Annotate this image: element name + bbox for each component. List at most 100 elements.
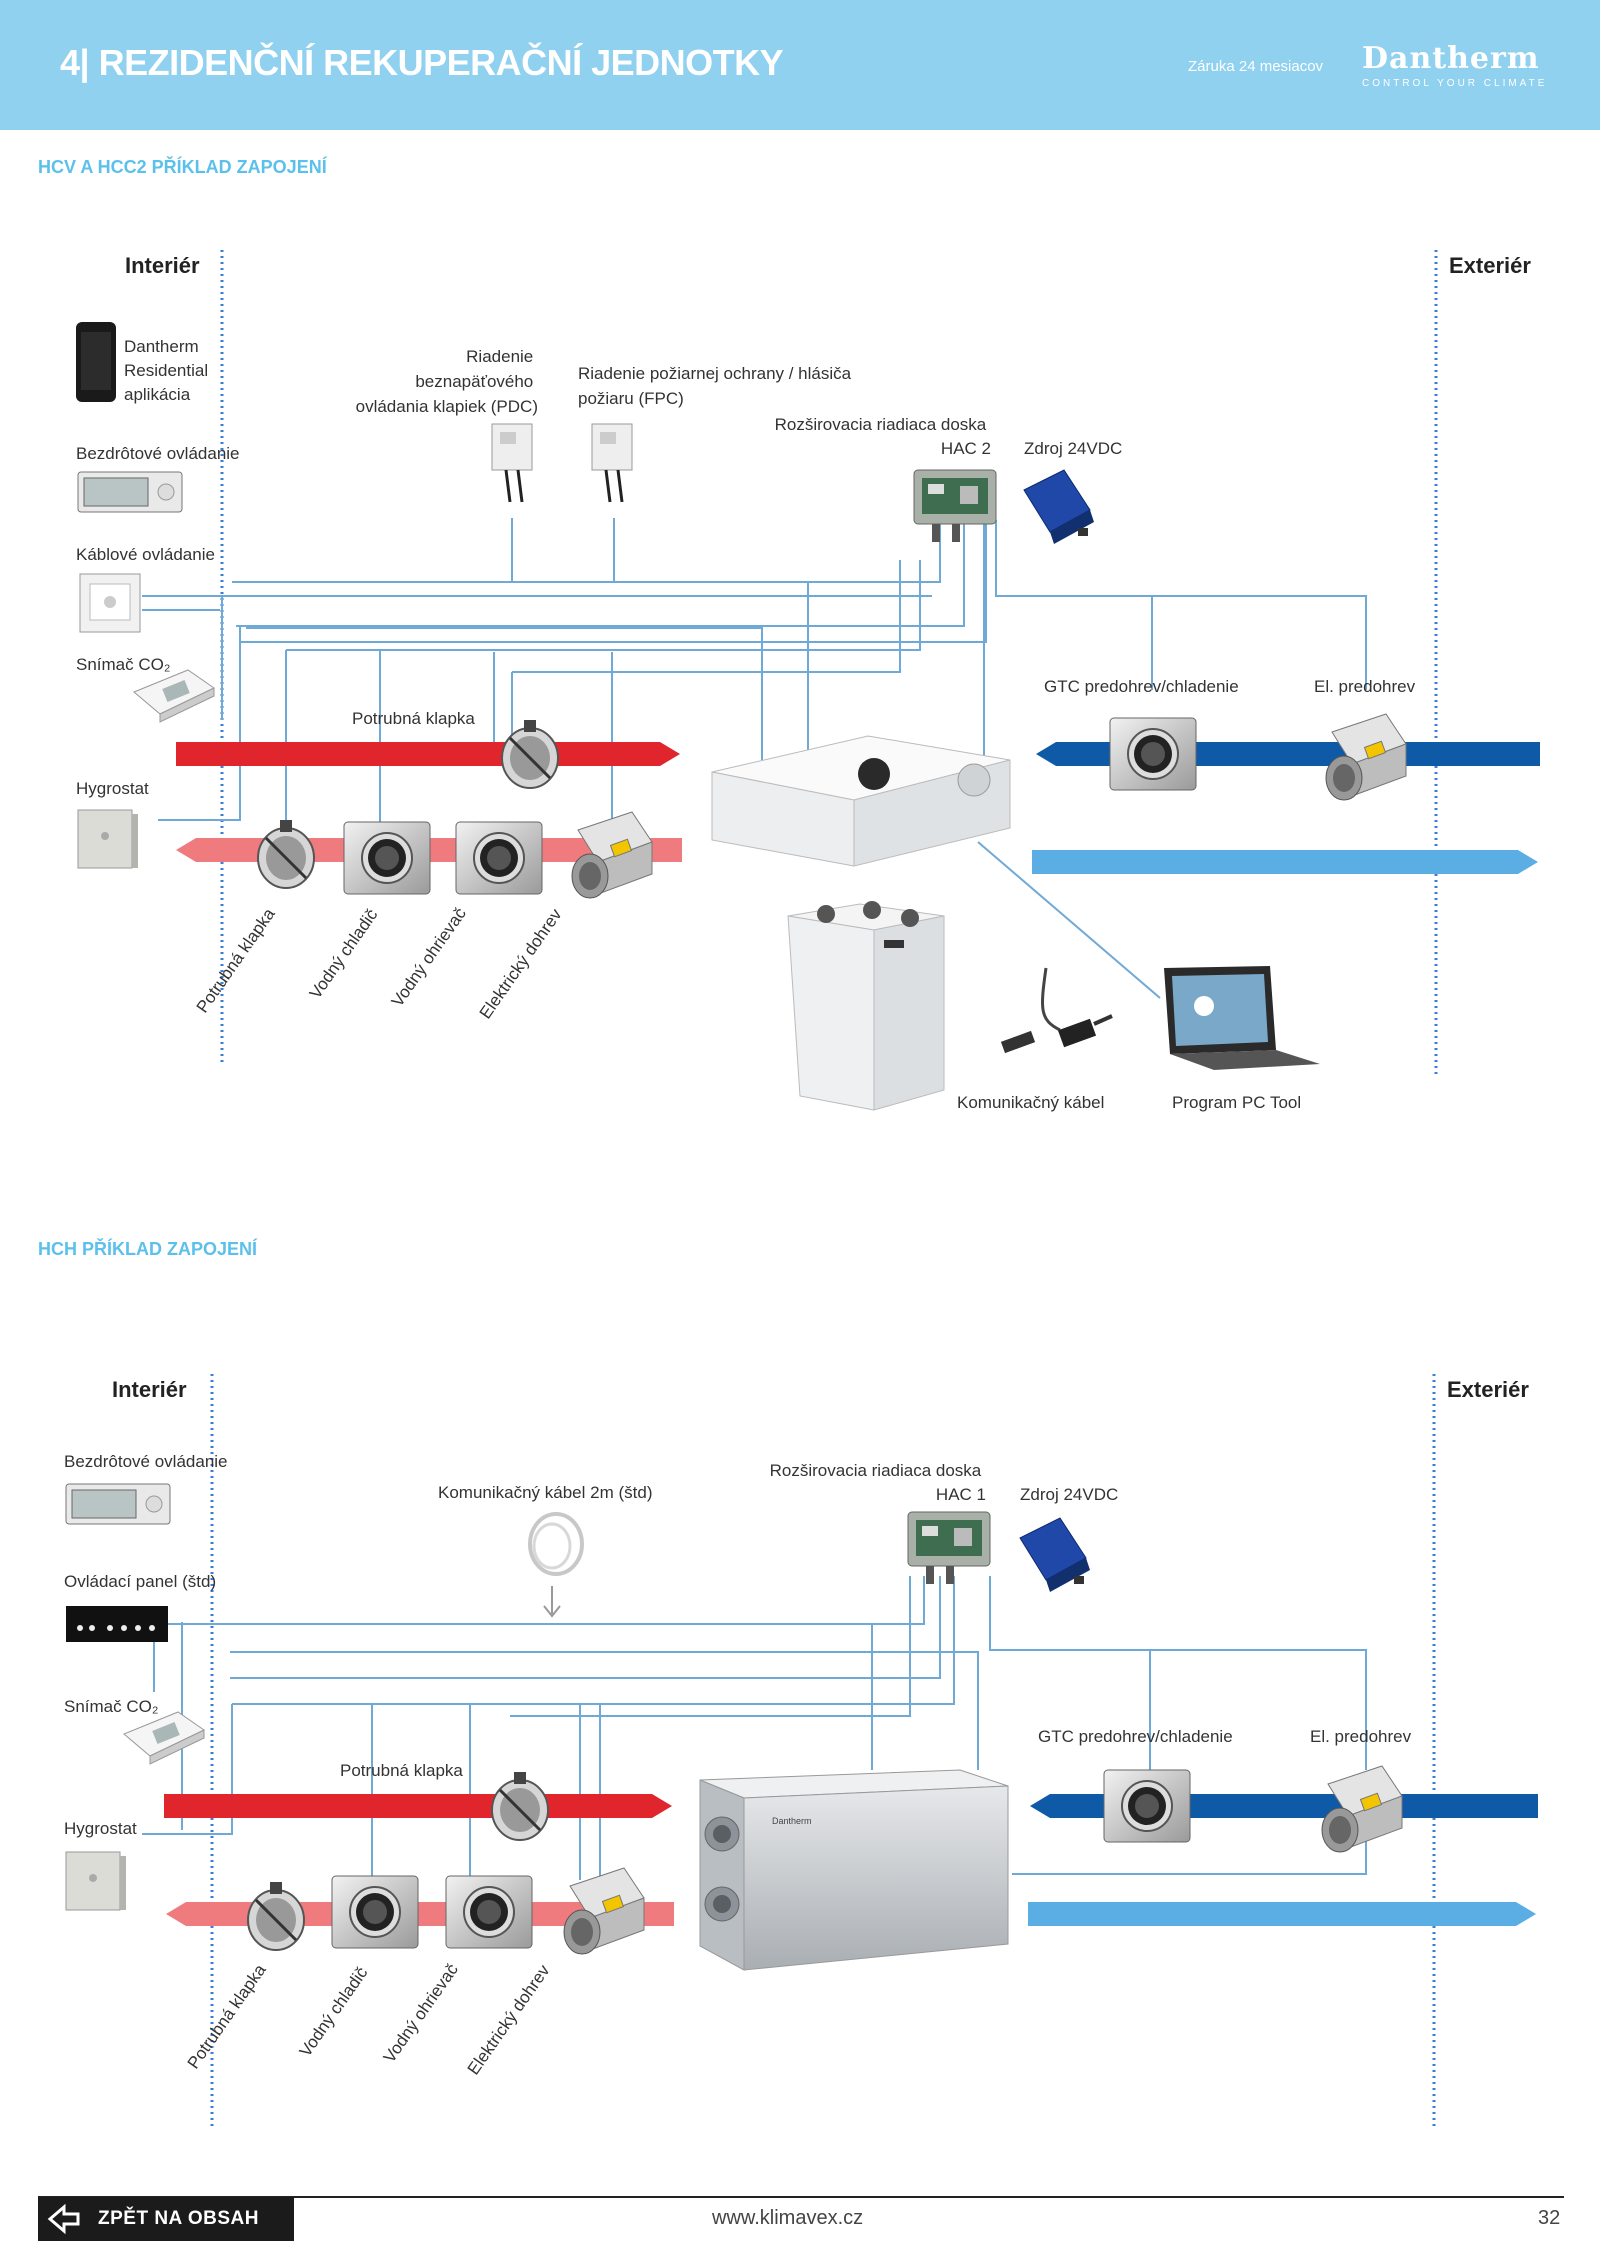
pdc-label-line3: ovládania klapiek (PDC): [356, 397, 538, 416]
co2-sensor-device: [123, 1711, 205, 1765]
page-title: 4| REZIDENČNÍ REKUPERAČNÍ JEDNOTKY: [60, 42, 784, 83]
hac2-label-line2: HAC 2: [941, 439, 991, 458]
warranty-text: Záruka 24 mesiacov: [1188, 58, 1324, 75]
back-arrow-icon: [47, 2203, 80, 2235]
comm-cable-image: [1000, 967, 1113, 1054]
rotated-label-electric-reheater: Elektrický dohrev: [476, 905, 566, 1022]
electric-reheater: [571, 811, 653, 899]
page-number: 32: [1538, 2207, 1561, 2229]
hcv-ceiling-unit: [711, 735, 1011, 867]
supply-duct-damper: [500, 718, 560, 790]
pdc-module: [491, 423, 533, 503]
water-cooler-box: [331, 1875, 419, 1949]
control-panel-label: Ovládací panel (štd): [64, 1572, 216, 1591]
comm-cable-coil-image: [528, 1512, 584, 1618]
water-heater-box: [445, 1875, 533, 1949]
dantherm-logo: Dantherm CONTROL YOUR CLIMATE: [1362, 41, 1548, 90]
hac1-label-line2: HAC 1: [936, 1485, 986, 1504]
brand-tagline: CONTROL YOUR CLIMATE: [1362, 78, 1548, 89]
co2-sensor-device: [133, 669, 215, 723]
el-preheat-label: El. predohrev: [1310, 1727, 1412, 1746]
footer-divider: [38, 2196, 1564, 2198]
wireless-control-label: Bezdrôtové ovládanie: [64, 1452, 228, 1471]
fpc-module: [591, 423, 633, 503]
fpc-label-line2: požiaru (FPC): [578, 389, 684, 408]
hygrostat-label: Hygrostat: [64, 1819, 137, 1838]
pdc-label-line2: beznapäťového: [415, 372, 533, 391]
gtc-label: GTC predohrev/chladenie: [1044, 677, 1239, 696]
duct-damper-label: Potrubná klapka: [352, 709, 475, 728]
water-heater-box: [455, 821, 543, 895]
rotated-label-water-cooler: Vodný chladič: [296, 1963, 372, 2060]
gtc-fan-box: [1109, 717, 1197, 791]
app-label-line2: Residential: [124, 361, 208, 380]
co2-sensor-label: Snímač CO₂: [76, 655, 170, 674]
hac1-board: [907, 1511, 991, 1585]
cable-control-label: Káblové ovládanie: [76, 545, 215, 564]
fpc-label-line1: Riadenie požiarnej ochrany / hlásiča: [578, 364, 852, 383]
svg-text:Riadenie beznapäťového: Riadenie beznapäťového ovládania klapiek…: [356, 347, 538, 416]
rotated-label-water-heater: Vodný ohrievač: [380, 1960, 463, 2067]
duct-damper-label: Potrubná klapka: [340, 1761, 463, 1780]
control-wiring: [142, 518, 1367, 999]
power-supply-label: Zdroj 24VDC: [1020, 1485, 1118, 1504]
rotated-label-duct-damper: Potrubná klapka: [193, 904, 279, 1016]
gtc-fan-box: [1103, 1769, 1191, 1843]
el-preheat-heater: [1321, 1765, 1403, 1853]
svg-text:Riadenie požiarnej ochrany / h: Riadenie požiarnej ochrany / hlásiča pož…: [578, 364, 856, 408]
supply-air-arrow: [176, 742, 680, 766]
hygrostat-label: Hygrostat: [76, 779, 149, 798]
wireless-control-device: [65, 1483, 171, 1525]
svg-text:Dantherm Residential: Dantherm Residential aplikácia: [124, 337, 213, 404]
diagram2-heading: HCH PŘÍKLAD ZAPOJENÍ: [38, 1239, 258, 1259]
exterior-label: Exteriér: [1447, 1377, 1529, 1402]
water-cooler-box: [343, 821, 431, 895]
extract-duct-damper: [256, 818, 316, 890]
diagram1-heading: HCV A HCC2 PŘÍKLAD ZAPOJENÍ: [38, 157, 327, 177]
hac2-label-line1: Rozširovacia riadiaca doska: [775, 415, 987, 434]
comm-cable-2m-label: Komunikačný kábel 2m (štd): [438, 1483, 652, 1502]
svg-text:Rozširovacia riadiaca doska: Rozširovacia riadiaca doska HAC 2: [775, 415, 991, 458]
back-to-contents-label: ZPĚT NA OBSAH: [98, 2208, 259, 2229]
smartphone-app-icon: [76, 322, 116, 402]
wireless-control-label: Bezdrôtové ovládanie: [76, 444, 240, 463]
hygrostat-device: [77, 809, 139, 869]
interior-label: Interiér: [112, 1377, 187, 1402]
power-supply-label: Zdroj 24VDC: [1024, 439, 1122, 458]
app-label-line1: Dantherm: [124, 337, 199, 356]
exhaust-air-arrow: [1032, 850, 1538, 874]
rotated-label-water-heater: Vodný ohrievač: [388, 904, 471, 1011]
exterior-label: Exteriér: [1449, 253, 1531, 278]
pdc-label-line1: Riadenie: [466, 347, 533, 366]
diagram2: Interiér Exteriér Bezdrôtové ovládanie: [64, 1374, 1538, 2126]
el-preheat-label: El. predohrev: [1314, 677, 1416, 696]
cable-control-device: [79, 573, 141, 633]
hac1-label-line1: Rozširovacia riadiaca doska: [770, 1461, 982, 1480]
power-supply-device: [1023, 469, 1095, 545]
back-to-contents-button[interactable]: ZPĚT NA OBSAH: [38, 2197, 294, 2241]
app-label-line3: aplikácia: [124, 385, 191, 404]
laptop-image: [1164, 966, 1320, 1070]
comm-cable-label: Komunikačný kábel: [957, 1093, 1104, 1112]
hch-unit: Dantherm: [699, 1769, 1009, 1971]
supply-duct-damper: [490, 1770, 550, 1842]
rotated-label-electric-reheater: Elektrický dohrev: [464, 1961, 554, 2078]
power-supply-device: [1019, 1517, 1091, 1593]
pc-tool-label: Program PC Tool: [1172, 1093, 1301, 1112]
co2-sensor-label: Snímač CO₂: [64, 1697, 158, 1716]
brand-name: Dantherm: [1362, 41, 1540, 76]
exhaust-air-arrow: [1028, 1902, 1536, 1926]
unit-brand-label: Dantherm: [772, 1816, 812, 1826]
supply-air-arrow: [164, 1794, 672, 1818]
wireless-control-device: [77, 471, 183, 513]
page-header: 4| REZIDENČNÍ REKUPERAČNÍ JEDNOTKY Záruk…: [0, 0, 1600, 130]
hygrostat-device: [65, 1851, 127, 1911]
electric-reheater: [563, 1867, 645, 1955]
extract-duct-damper: [246, 1880, 306, 1952]
el-preheat-heater: [1325, 713, 1407, 801]
footer-url-link[interactable]: www.klimavex.cz: [712, 2207, 864, 2229]
rotated-label-duct-damper: Potrubná klapka: [184, 1960, 270, 2072]
interior-label: Interiér: [125, 253, 200, 278]
gtc-label: GTC predohrev/chladenie: [1038, 1727, 1233, 1746]
diagram1: Interiér Exteriér: [76, 250, 1540, 1112]
